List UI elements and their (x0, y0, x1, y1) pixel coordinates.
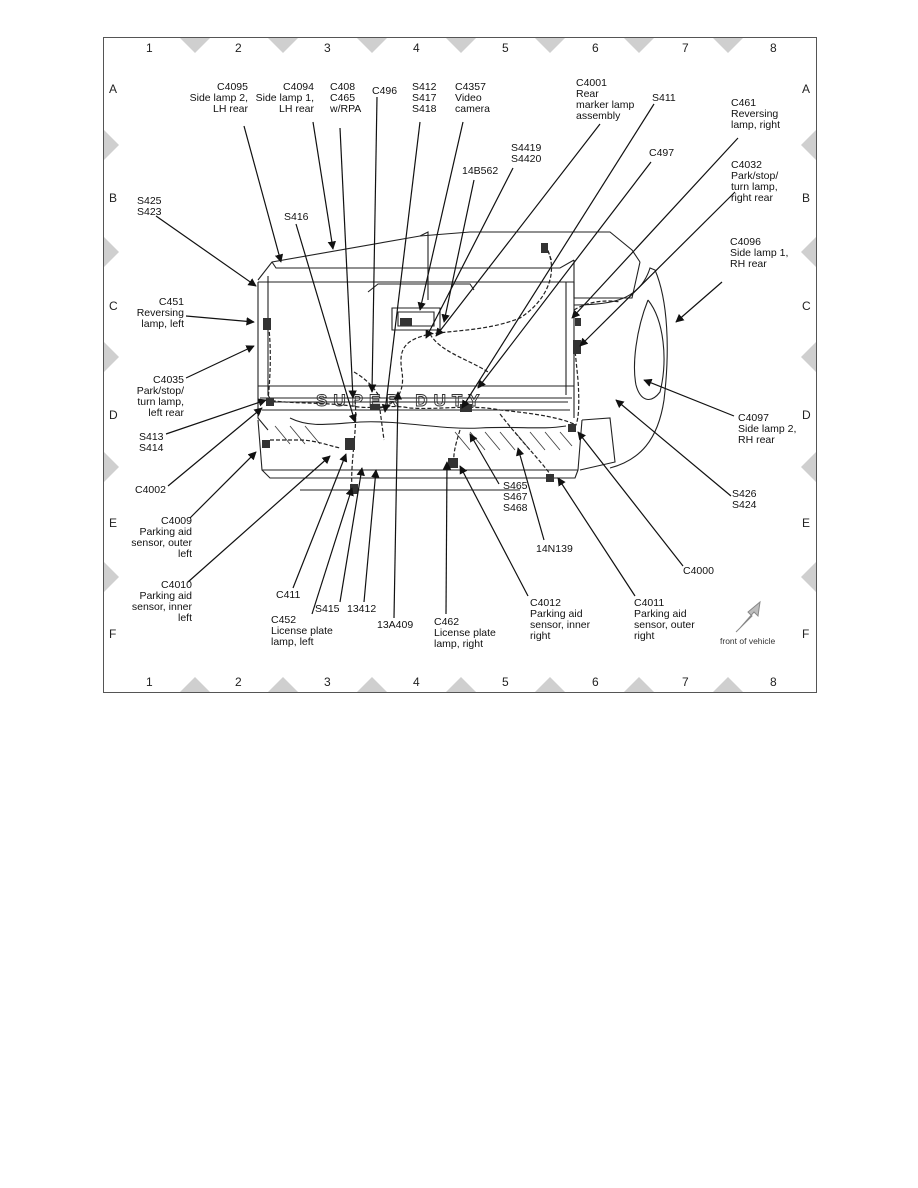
label-s412: S412 S417 S418 (412, 81, 437, 115)
label-c4001: C4001 Rear marker lamp assembly (576, 77, 635, 122)
label-c4357: C4357 Video camera (455, 81, 491, 115)
grid-row-d-left: D (109, 408, 118, 422)
label-c451: C451 Reversing lamp, left (136, 296, 184, 330)
grid-row-a-right: A (802, 82, 811, 96)
leader-lines (155, 96, 739, 619)
grid-row-e-left: E (109, 516, 118, 530)
grid-col-4-top: 4 (413, 41, 420, 55)
grid-col-6-top: 6 (592, 41, 599, 55)
label-c408: C408 C465 w/RPA (330, 81, 362, 115)
label-c462: C462 License plate lamp, right (434, 616, 496, 650)
grid-col-1-bottom: 1 (146, 675, 153, 689)
label-c4032: C4032 Park/stop/ turn lamp, right rear (731, 159, 779, 204)
label-s425: S425 S423 (137, 195, 162, 218)
label-c452: C452 License plate lamp, left (271, 614, 333, 648)
grid-row-f-right: F (802, 627, 810, 641)
label-c4002: C4002 (135, 484, 166, 496)
label-s426: S426 S424 (732, 488, 757, 511)
grid-col-8-bottom: 8 (770, 675, 777, 689)
label-c4094: C4094 Side lamp 1, LH rear (255, 81, 314, 115)
label-c461: C461 Reversing lamp, right (731, 97, 781, 131)
label-c4035: C4035 Park/stop/ turn lamp, left rear (136, 374, 184, 419)
label-c4010: C4010 Parking aid sensor, inner left (131, 579, 192, 624)
diagram-frame (103, 37, 817, 693)
label-c4096: C4096 Side lamp 1, RH rear (730, 236, 789, 270)
connectors (262, 243, 581, 494)
front-of-vehicle-label: front of vehicle (720, 636, 776, 646)
label-c4011: C4011 Parking aid sensor, outer right (634, 597, 695, 642)
grid-col-5-bottom: 5 (502, 675, 509, 689)
grid-row-d-right: D (802, 408, 811, 422)
label-c4009: C4009 Parking aid sensor, outer left (131, 515, 192, 560)
grid-col-6-bottom: 6 (592, 675, 599, 689)
label-13412: 13412 (347, 603, 377, 615)
grid-col-5-top: 5 (502, 41, 509, 55)
grid-col-7-top: 7 (682, 41, 689, 55)
label-14n139: 14N139 (536, 543, 573, 555)
grid-row-b-left: B (109, 191, 118, 205)
label-13a409: 13A409 (377, 619, 414, 631)
grid-col-2-bottom: 2 (235, 675, 242, 689)
label-s416: S416 (284, 211, 309, 223)
label-s411: S411 (652, 92, 676, 104)
grid-zone-markers (104, 38, 816, 692)
grid-col-8-top: 8 (770, 41, 777, 55)
label-s413: S413 S414 (139, 431, 164, 454)
label-s465: S465 S467 S468 (503, 480, 528, 514)
front-of-vehicle-arrow-icon (735, 600, 761, 633)
grid-row-a-left: A (109, 82, 118, 96)
label-c4097: C4097 Side lamp 2, RH rear (738, 412, 797, 446)
label-14b562: 14B562 (462, 165, 499, 177)
truck-rear-drawing (257, 231, 668, 491)
grid-row-e-right: E (802, 516, 811, 530)
grid-col-1-top: 1 (146, 41, 153, 55)
label-c4012: C4012 Parking aid sensor, inner right (530, 597, 591, 642)
label-s415: S415 (315, 603, 340, 615)
label-c411: C411 (276, 589, 301, 601)
grid-col-4-bottom: 4 (413, 675, 420, 689)
grid-row-f-left: F (109, 627, 117, 641)
grid-col-7-bottom: 7 (682, 675, 689, 689)
label-c4095: C4095 Side lamp 2, LH rear (189, 81, 248, 115)
grid-row-c-left: C (109, 299, 118, 313)
grid-col-3-top: 3 (324, 41, 331, 55)
label-c497: C497 (649, 147, 675, 159)
grid-row-b-right: B (802, 191, 811, 205)
label-c4000: C4000 (683, 565, 714, 577)
grid-col-2-top: 2 (235, 41, 242, 55)
grid-row-c-right: C (802, 299, 811, 313)
grid-col-3-bottom: 3 (324, 675, 331, 689)
label-s4419: S4419 S4420 (511, 142, 542, 165)
label-c496: C496 (372, 85, 398, 97)
